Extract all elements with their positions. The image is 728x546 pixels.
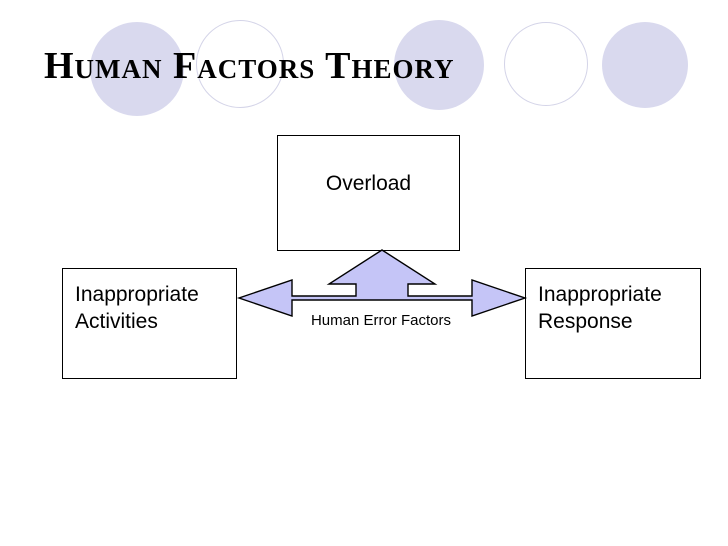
three-way-arrow-shape (236, 249, 528, 317)
diagram-box-inappropriate-activities-label: Inappropriate Activities (75, 283, 199, 333)
diagram-box-inappropriate-response-label: Inappropriate Response (538, 283, 662, 333)
diagram-box-inappropriate-activities[interactable]: Inappropriate Activities (62, 268, 237, 379)
diagram-box-overload-label: Overload (325, 172, 412, 195)
three-way-arrow[interactable] (232, 244, 532, 332)
decor-circle-5 (602, 22, 688, 108)
decor-circle-4 (504, 22, 588, 106)
three-way-arrow-label: Human Error Factors (310, 312, 452, 329)
diagram-box-inappropriate-response[interactable]: Inappropriate Response (525, 268, 701, 379)
diagram-box-overload[interactable]: Overload (277, 135, 460, 251)
page-title: Human Factors Theory (44, 45, 455, 87)
